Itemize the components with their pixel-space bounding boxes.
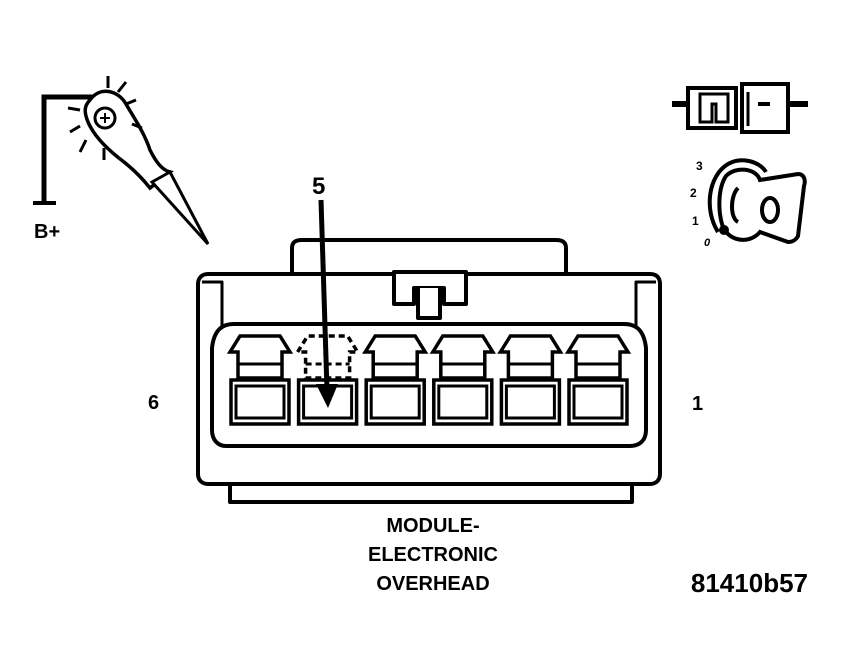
cavity <box>497 334 564 426</box>
pin-5-label: 5 <box>312 173 325 200</box>
cavity-opening <box>369 384 421 420</box>
light-rays-icon <box>67 76 143 160</box>
terminal-latch <box>429 334 496 380</box>
ignition-switch-icon: 3 2 1 0 <box>690 158 807 249</box>
probe-tip <box>149 169 210 246</box>
probe-bulb-filament <box>100 113 110 123</box>
b-plus-label: B+ <box>34 221 60 243</box>
terminal-latch <box>497 334 564 380</box>
component-name-line1: MODULE- <box>386 515 479 537</box>
ignition-position-0: 0 <box>704 237 711 249</box>
ignition-position-1: 1 <box>692 214 699 228</box>
cavity-opening <box>572 384 624 420</box>
ignition-position-2: 2 <box>690 186 697 200</box>
cavity <box>429 334 496 426</box>
cavity-opening <box>437 384 489 420</box>
cavity-opening <box>234 384 286 420</box>
ignition-position-3: 3 <box>696 159 703 173</box>
test-pin-arrow <box>316 199 338 408</box>
cavity-opening <box>504 384 556 420</box>
component-name-line2: ELECTRONIC <box>368 544 498 566</box>
probe-lead-wire <box>41 94 96 203</box>
pin-1-label: 1 <box>692 393 703 415</box>
figure-id: 81410b57 <box>691 568 808 598</box>
component-name-line3: OVERHEAD <box>376 573 489 595</box>
terminal-latch <box>226 334 294 380</box>
terminal-latch <box>564 334 632 380</box>
test-light-probe: B+ <box>33 76 210 246</box>
pin-6-label: 6 <box>148 392 159 414</box>
probe-handle <box>83 89 174 191</box>
cavity <box>564 334 632 426</box>
cavity <box>226 334 294 426</box>
cavity <box>362 334 429 426</box>
connector-cavities <box>226 334 632 426</box>
lock-tab-stem <box>416 288 442 320</box>
connector-symbol-icon <box>672 82 808 134</box>
housing-top-ridge <box>290 238 568 274</box>
terminal-latch <box>362 334 429 380</box>
